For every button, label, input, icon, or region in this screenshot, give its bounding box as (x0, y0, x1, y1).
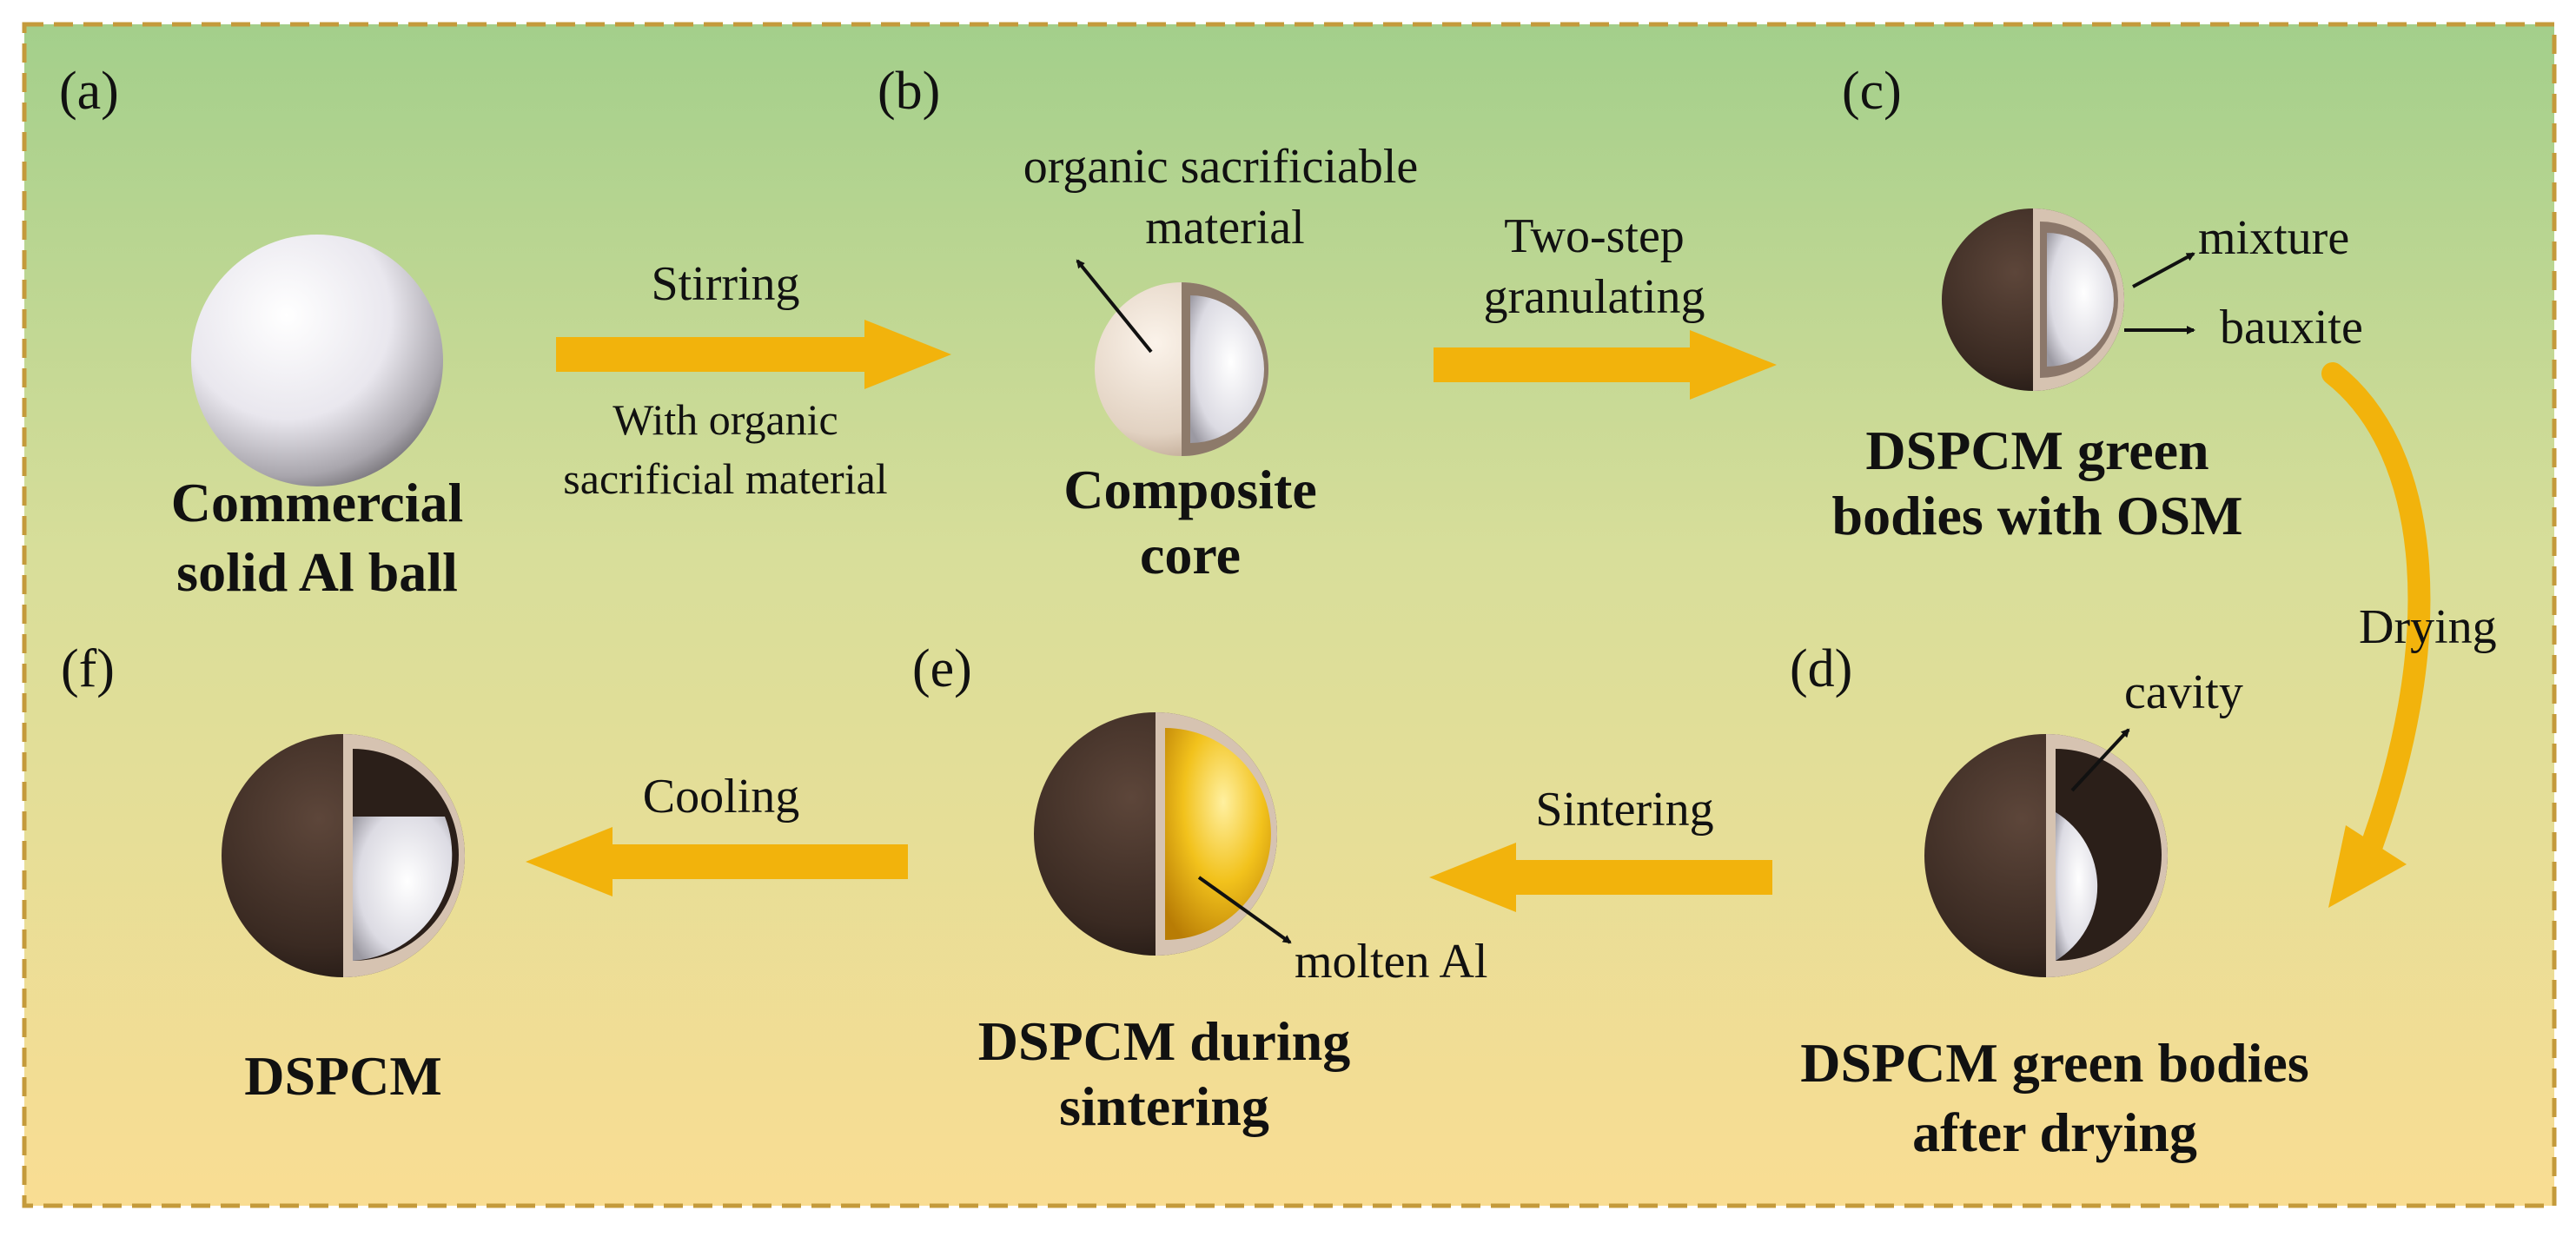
title-a-line1: Commercial (171, 472, 463, 533)
granulating-arrow (1434, 330, 1777, 400)
annotation-b-line2: material (1145, 201, 1304, 255)
title-f: DSPCM (244, 1045, 442, 1107)
drying-label: Drying (2359, 600, 2497, 654)
title-c-line1: DSPCM green (1865, 420, 2208, 481)
cooling-arrow (526, 827, 908, 896)
title-b-line2: core (1140, 524, 1241, 585)
cooling-label: Cooling (643, 770, 799, 824)
pointer-molten (1197, 876, 1292, 944)
stirring-sub-line2: sacrificial material (563, 454, 887, 503)
pointer-mixture (2132, 252, 2195, 288)
title-c-line2: bodies with OSM (1832, 485, 2243, 546)
pointer-b (1076, 259, 1153, 354)
title-e-line1: DSPCM during (978, 1010, 1351, 1072)
sintering-body-icon (1034, 712, 1277, 956)
annotation-molten: molten Al (1295, 935, 1487, 989)
panel-tag-d: (d) (1790, 639, 1852, 698)
title-d-line1: DSPCM green bodies (1800, 1032, 2308, 1094)
title-e-line2: sintering (1059, 1075, 1269, 1137)
stirring-label: Stirring (651, 257, 799, 311)
green-body-dried-icon (1924, 734, 2168, 977)
solid-al-ball-icon (191, 235, 443, 486)
annotation-cavity: cavity (2124, 665, 2243, 719)
green-body-osm-icon (1942, 208, 2124, 391)
dspcm-icon (222, 734, 465, 977)
title-b-line1: Composite (1063, 459, 1317, 520)
stirring-arrow (556, 320, 951, 389)
sintering-label: Sintering (1535, 783, 1713, 837)
panel-tag-b: (b) (877, 62, 940, 121)
granulating-label-line1: Two-step (1504, 209, 1685, 263)
title-d-line2: after drying (1912, 1101, 2197, 1163)
panel-tag-e: (e) (912, 639, 972, 698)
annotation-b-line1: organic sacrificiable (1023, 140, 1419, 194)
drying-arrow (2321, 362, 2431, 908)
panel-tag-c: (c) (1842, 62, 1902, 121)
title-a-line2: solid Al ball (176, 541, 458, 603)
annotation-mixture: mixture (2198, 211, 2349, 265)
annotation-bauxite: bauxite (2220, 301, 2363, 354)
pointer-cavity (2070, 728, 2130, 792)
sintering-arrow (1429, 843, 1772, 912)
composite-core-icon (1095, 282, 1268, 456)
panel-tag-f: (f) (61, 639, 115, 698)
dashed-border (22, 22, 2557, 1208)
background-panel (24, 24, 2554, 1206)
stirring-sub-line1: With organic (613, 395, 838, 444)
granulating-label-line2: granulating (1483, 270, 1705, 324)
panel-tag-a: (a) (59, 62, 119, 121)
